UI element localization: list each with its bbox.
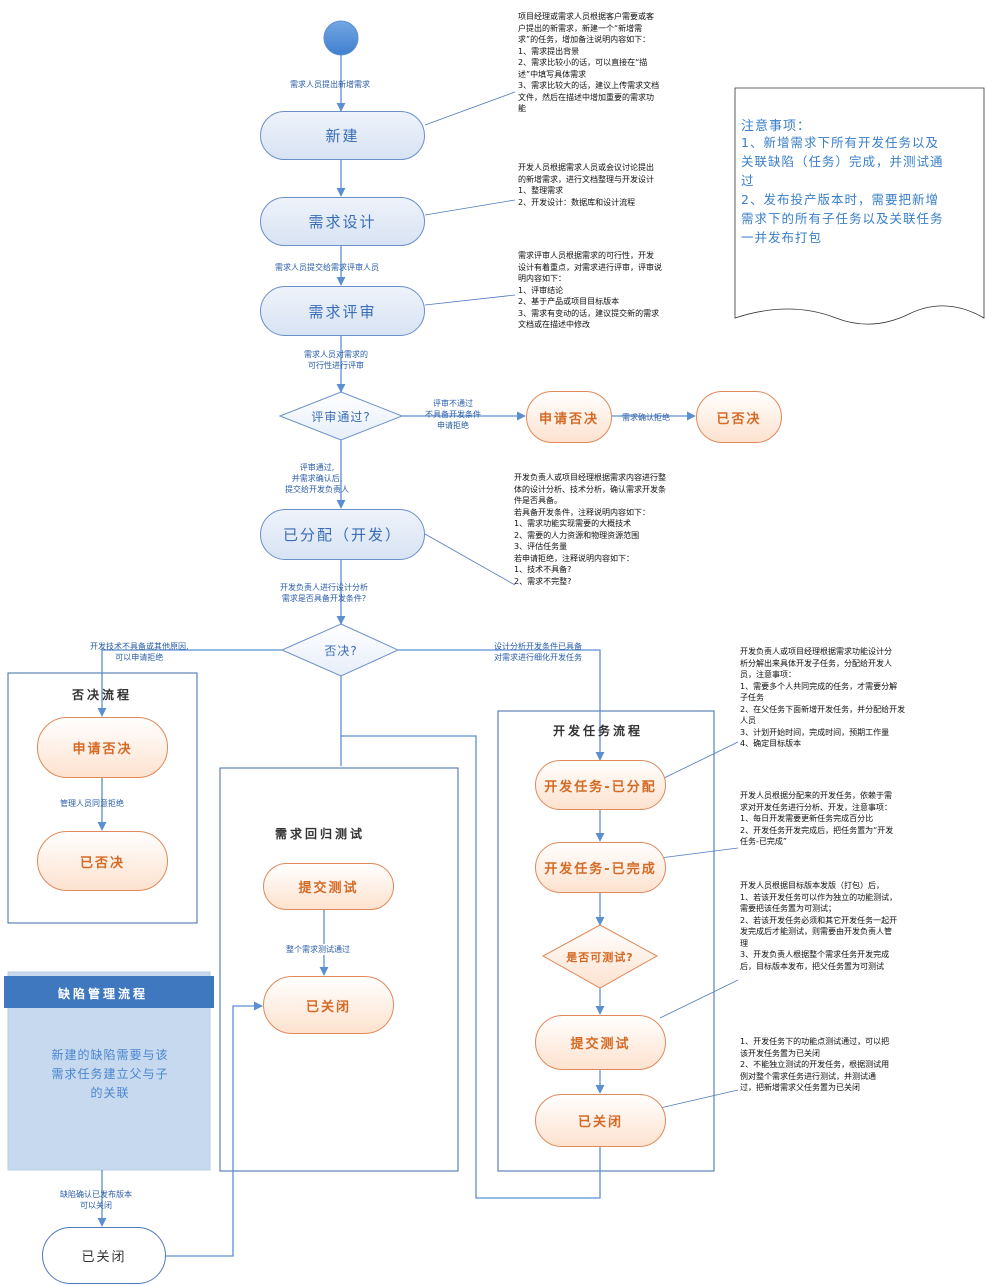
start-node [323, 20, 359, 56]
note-test-close: 1、开发任务下的功能点测试通过，可以把 该开发任务置为已关闭 2、不能独立测试的… [740, 1037, 890, 1092]
note-requirement-design: 开发人员根据需求人员或会议讨论提出 的新增需求，进行文档整理与开发设计 1、整理… [518, 163, 654, 207]
node-requirement-review[interactable]: 需求评审 [260, 286, 425, 336]
node-apply-reject-top[interactable]: 申请否决 [526, 391, 612, 443]
edge-label-test-pass: 整个需求测试通过 [286, 944, 350, 955]
edge-label-manager-agree: 管理人员同意拒绝 [60, 799, 124, 808]
edge-label-review-pass: 评审通过, 并需求确认后, 提交给开发负责人 [285, 463, 349, 494]
edge-label-defect-release: 缺陷确认已发布版本 可以关闭 [60, 1190, 132, 1210]
note-dev-task-assign: 开发负责人或项目经理根据需求功能设计分 析分解出来具体开发子任务，分配给开发人 … [740, 647, 906, 748]
note-testable: 开发人员根据目标版本发版（打包）后， 1、若该开发任务可以作为独立的功能测试， … [740, 881, 898, 971]
node-closed-bottom[interactable]: 已关闭 [42, 1227, 166, 1284]
node-new[interactable]: 新建 [260, 111, 425, 160]
note-dev-lead-analysis: 开发负责人或项目经理根据需求内容进行整 体的设计分析、技术分析，确认需求开发条 … [514, 473, 666, 586]
testable-question-diamond [541, 924, 659, 989]
quexian-header-bar [4, 976, 214, 1008]
edge-label-confirm-reject: 需求确认拒绝 [622, 413, 670, 422]
review-pass-diamond [278, 391, 404, 441]
edge-label-new-requirement: 需求人员提出新增需求 [290, 80, 370, 89]
edge-label-feasibility: 需求人员对需求的 可行性进行评审 [304, 350, 368, 370]
reject-question-label: 否决? [324, 643, 358, 658]
node-dev-assigned[interactable]: 开发任务-已分配 [535, 760, 666, 810]
reject-question-diamond [280, 623, 400, 677]
note-dev-task-complete: 开发人员根据分配来的开发任务，依赖于需 求对开发任务进行分析、开发，注意事项： … [740, 791, 894, 846]
defect-flow-description: 新建的缺陷需要与该 需求任务建立父与子 的关联 [51, 1048, 169, 1100]
testable-question-label: 是否可测试? [566, 951, 634, 964]
edge-label-tech-reject: 开发技术不具备或其他原因, 可以申请拒绝 [90, 642, 189, 662]
huigui-group-frame [219, 767, 459, 1172]
node-assigned-dev[interactable]: 已分配（开发） [260, 509, 425, 560]
node-dev-completed[interactable]: 开发任务-已完成 [535, 842, 666, 893]
review-pass-label: 评审通过? [311, 409, 371, 424]
attention-body: 1、新增需求下所有开发任务以及 关联缺陷（任务）完成，并测试通 过 2、发布投产… [741, 135, 944, 245]
node-closed-right[interactable]: 已关闭 [535, 1094, 666, 1147]
group-title-defect-flow: 缺陷管理流程 [58, 987, 149, 1001]
attention-title: 注意事项： [741, 119, 812, 134]
node-submit-test-right[interactable]: 提交测试 [535, 1015, 666, 1070]
edge-label-conditions-ready: 设计分析开发条件已具备 对需求进行细化开发任务 [494, 642, 582, 662]
node-apply-reject[interactable]: 申请否决 [37, 717, 168, 778]
note-new-requirement: 项目经理或需求人员根据客户需要或客 户提出的新需求，新建一个“新增需 求”的任务… [518, 12, 660, 113]
node-requirement-design[interactable]: 需求设计 [260, 197, 425, 246]
edge-label-design-analysis: 开发负责人进行设计分析 需求是否具备开发条件? [280, 583, 368, 603]
edge-label-submit-review: 需求人员提交给需求评审人员 [275, 263, 379, 272]
node-submit-test-mid[interactable]: 提交测试 [263, 863, 394, 910]
group-title-dev-task-flow: 开发任务流程 [553, 724, 644, 738]
node-closed-mid[interactable]: 已关闭 [263, 976, 394, 1034]
attention-note-shape [734, 87, 985, 325]
edge-label-review-fail: 评审不通过 不具备开发条件 申请拒绝 [425, 399, 481, 430]
node-rejected[interactable]: 已否决 [37, 831, 168, 891]
note-requirement-review: 需求评审人员根据需求的可行性，开发 设计有着重点，对需求进行评审，评审说 明内容… [518, 251, 662, 329]
node-rejected-top[interactable]: 已否决 [696, 391, 782, 443]
group-title-regression-test: 需求回归测试 [275, 827, 366, 841]
group-title-reject-flow: 否决流程 [72, 688, 133, 702]
